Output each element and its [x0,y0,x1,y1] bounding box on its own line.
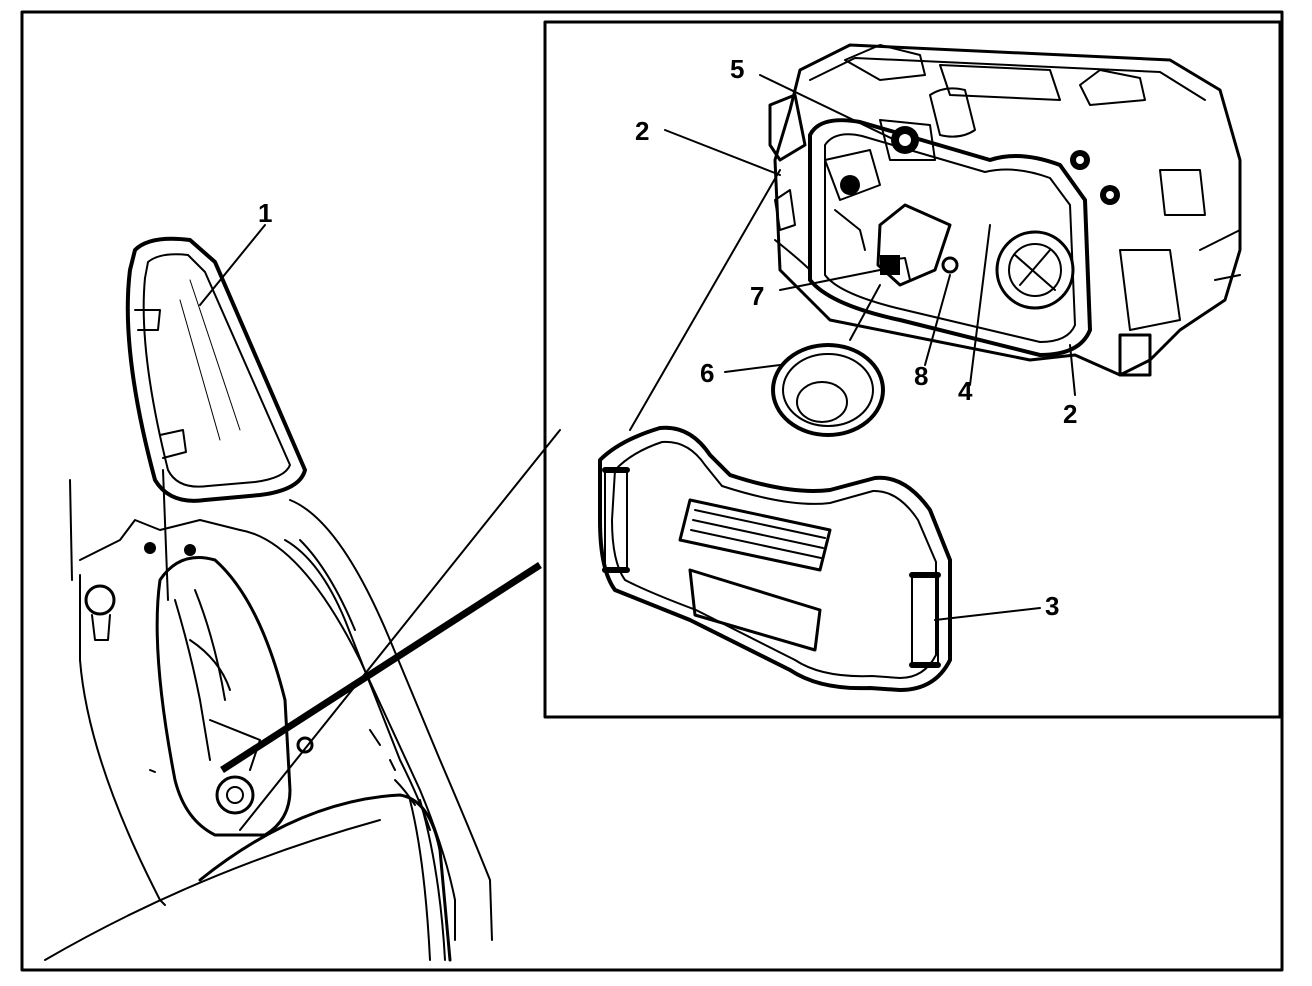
leader-2a [664,129,781,176]
access-cover [125,236,307,503]
leader-1 [199,224,266,306]
callout-7: 7 [750,281,764,311]
leader-4 [969,224,991,386]
leader-6 [724,364,781,373]
trim-cover-panel [598,425,952,692]
leader-2b [1069,344,1076,396]
inset-connector-line [220,562,542,773]
vehicle-rear-section [44,479,493,962]
cover-leader-line [162,469,169,601]
leader-3 [934,607,1041,621]
lamp-housing-assembly [768,43,1242,377]
callout-3: 3 [1045,591,1059,621]
callout-6: 6 [700,358,714,388]
callout-2a: 2 [635,116,649,146]
callout-8: 8 [914,361,928,391]
leader-7 [779,269,881,291]
inset-connector-line-thin [239,429,561,831]
leader-5 [759,74,896,141]
callout-2b: 2 [1063,399,1077,429]
leader-2a-long [629,169,781,431]
leader-8 [924,274,951,366]
detail-inset-frame [543,20,1282,719]
outer-frame [20,10,1284,972]
rubber-grommet [771,343,885,437]
leader-6b [849,284,881,341]
callout-4: 4 [958,376,973,406]
callout-5: 5 [730,54,744,84]
callout-leaders [629,74,1076,621]
callout-1: 1 [258,198,272,228]
